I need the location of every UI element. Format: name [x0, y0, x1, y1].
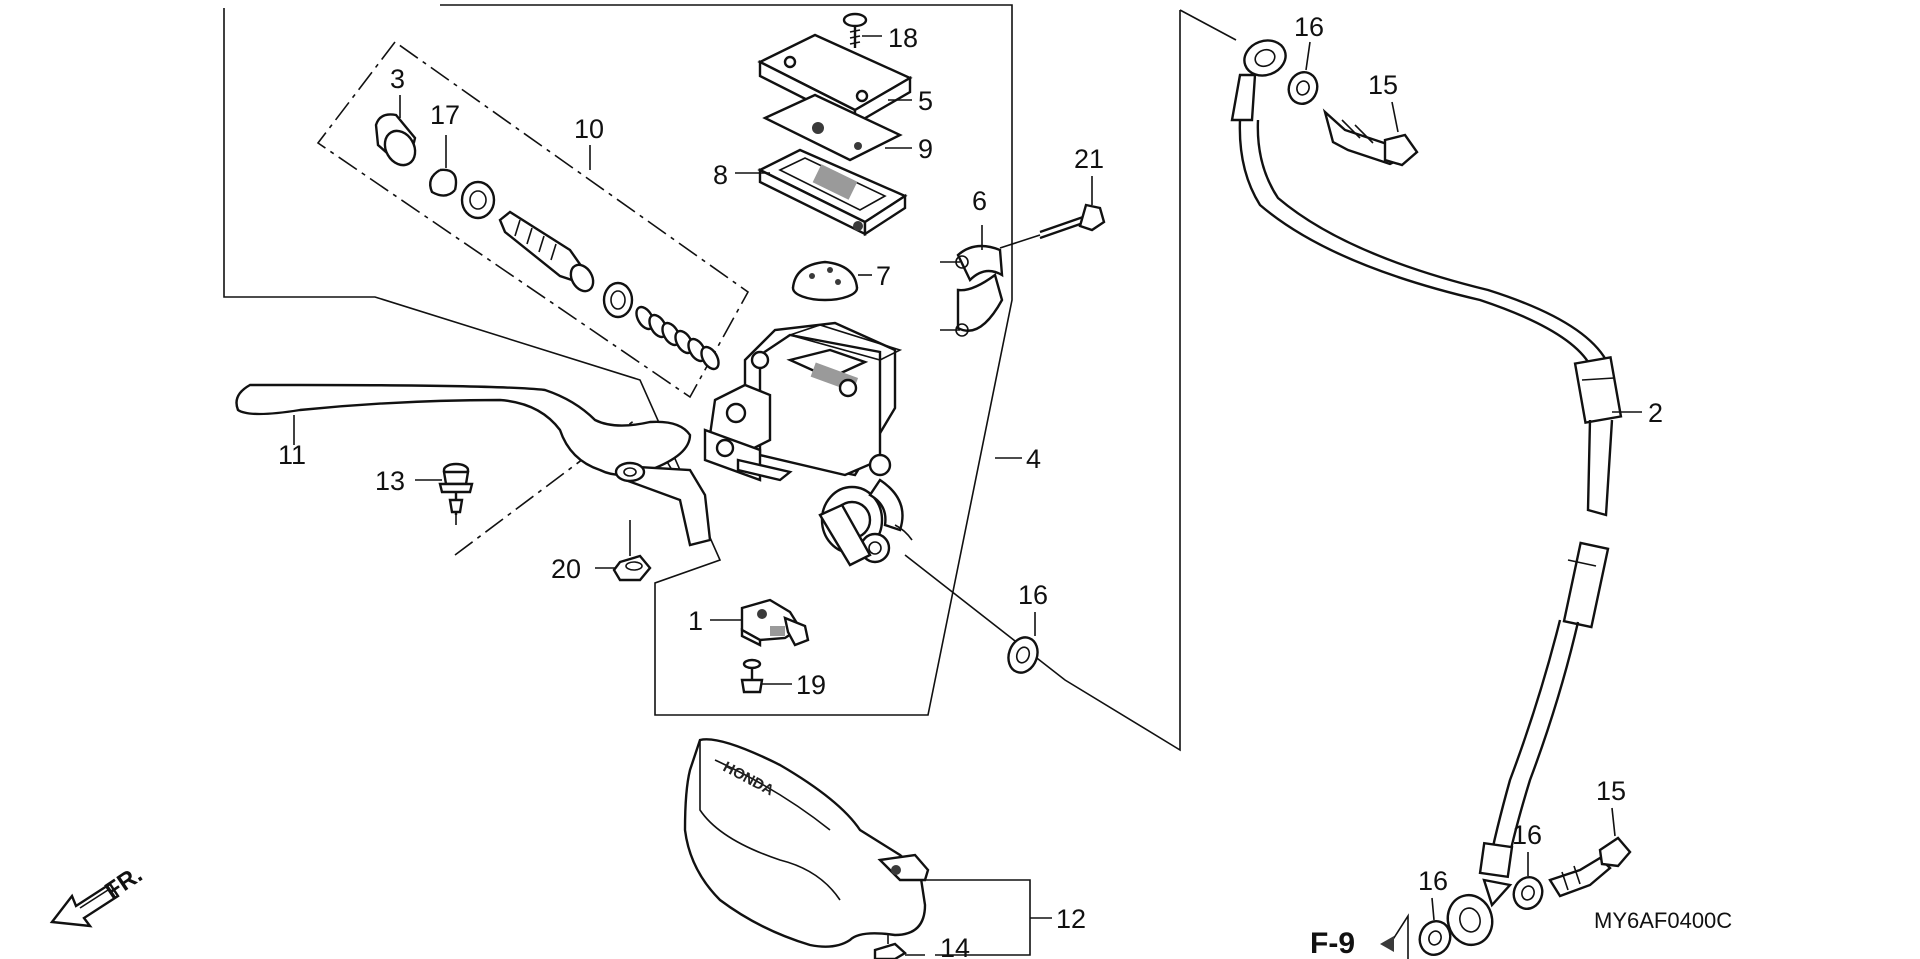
callout-19: 19	[796, 670, 826, 700]
sealing-washer-top	[1287, 71, 1319, 105]
figure-code: MY6AF0400C	[1594, 908, 1732, 933]
callout-5: 5	[918, 86, 933, 116]
page-reference: F-9	[1310, 927, 1355, 959]
sealing-washer-center	[1007, 636, 1039, 674]
callout-21: 21	[1074, 144, 1104, 174]
sealing-washer-bottom-left	[1418, 920, 1452, 956]
master-cylinder-body	[703, 321, 913, 567]
callout-17: 17	[430, 100, 460, 130]
leader-15-bottom	[1611, 807, 1616, 837]
reservoir-cap	[757, 33, 913, 127]
circlip-part-17	[429, 168, 458, 197]
boot-part-7	[791, 260, 859, 302]
callout-3: 3	[390, 64, 405, 94]
holder-part-6	[940, 244, 1004, 337]
callout-16-top: 16	[1294, 12, 1324, 42]
assembly-boundary	[223, 4, 1013, 716]
callout-4: 4	[1026, 444, 1041, 474]
page-ref-bracket	[1380, 913, 1409, 959]
spring	[635, 305, 720, 371]
lever-nut-part-20	[612, 520, 652, 582]
leader-15-top	[1391, 101, 1399, 133]
callout-15-bottom: 15	[1596, 776, 1626, 806]
piston-part-10	[460, 180, 634, 319]
brake-hose-part-2	[1230, 39, 1623, 947]
front-stop-switch-part-1	[740, 598, 810, 647]
callout-20: 20	[551, 554, 581, 584]
piston-kit-boundary	[316, 40, 750, 399]
hose-boundary	[904, 10, 1181, 752]
callout-16-bottom-left: 16	[1418, 866, 1448, 896]
dust-boot-part-3	[374, 113, 417, 167]
callout-2: 2	[1648, 398, 1663, 428]
reservoir-diaphragm	[757, 148, 908, 237]
callout-16-bottom-right: 16	[1512, 820, 1542, 850]
oil-bolt-bottom-part-15	[1548, 836, 1632, 898]
reservoir-cap-screw	[842, 12, 868, 48]
callout-9: 9	[918, 134, 933, 164]
oil-bolt-top-part-15	[1322, 108, 1419, 167]
callout-1: 1	[688, 606, 703, 636]
callout-16-center: 16	[1018, 580, 1048, 610]
callout-6: 6	[972, 186, 987, 216]
handguard-part-12: HONDA	[683, 738, 930, 948]
switch-screw-part-19	[740, 658, 764, 694]
callout-14: 14	[940, 933, 970, 959]
front-direction-arrow	[49, 882, 120, 928]
callout-12: 12	[1056, 904, 1086, 934]
callout-8: 8	[713, 160, 728, 190]
leader-16-bottom-left	[1431, 897, 1435, 921]
leader-16-top	[1305, 41, 1311, 71]
callout-13: 13	[375, 466, 405, 496]
handguard-nut-part-14	[873, 935, 908, 959]
sealing-washer-bottom-right	[1512, 876, 1544, 910]
callout-10: 10	[574, 114, 604, 144]
cap-plate	[762, 93, 903, 162]
callout-11: 11	[278, 440, 306, 470]
lever-pivot-bolt-part-13	[438, 462, 474, 525]
brake-lever-part-11	[235, 383, 712, 547]
holder-bolt-part-21	[999, 203, 1106, 249]
callout-7: 7	[876, 261, 891, 291]
hose-boundary-top	[1179, 9, 1237, 41]
callout-15-top: 15	[1368, 70, 1398, 100]
callout-18: 18	[888, 23, 918, 53]
